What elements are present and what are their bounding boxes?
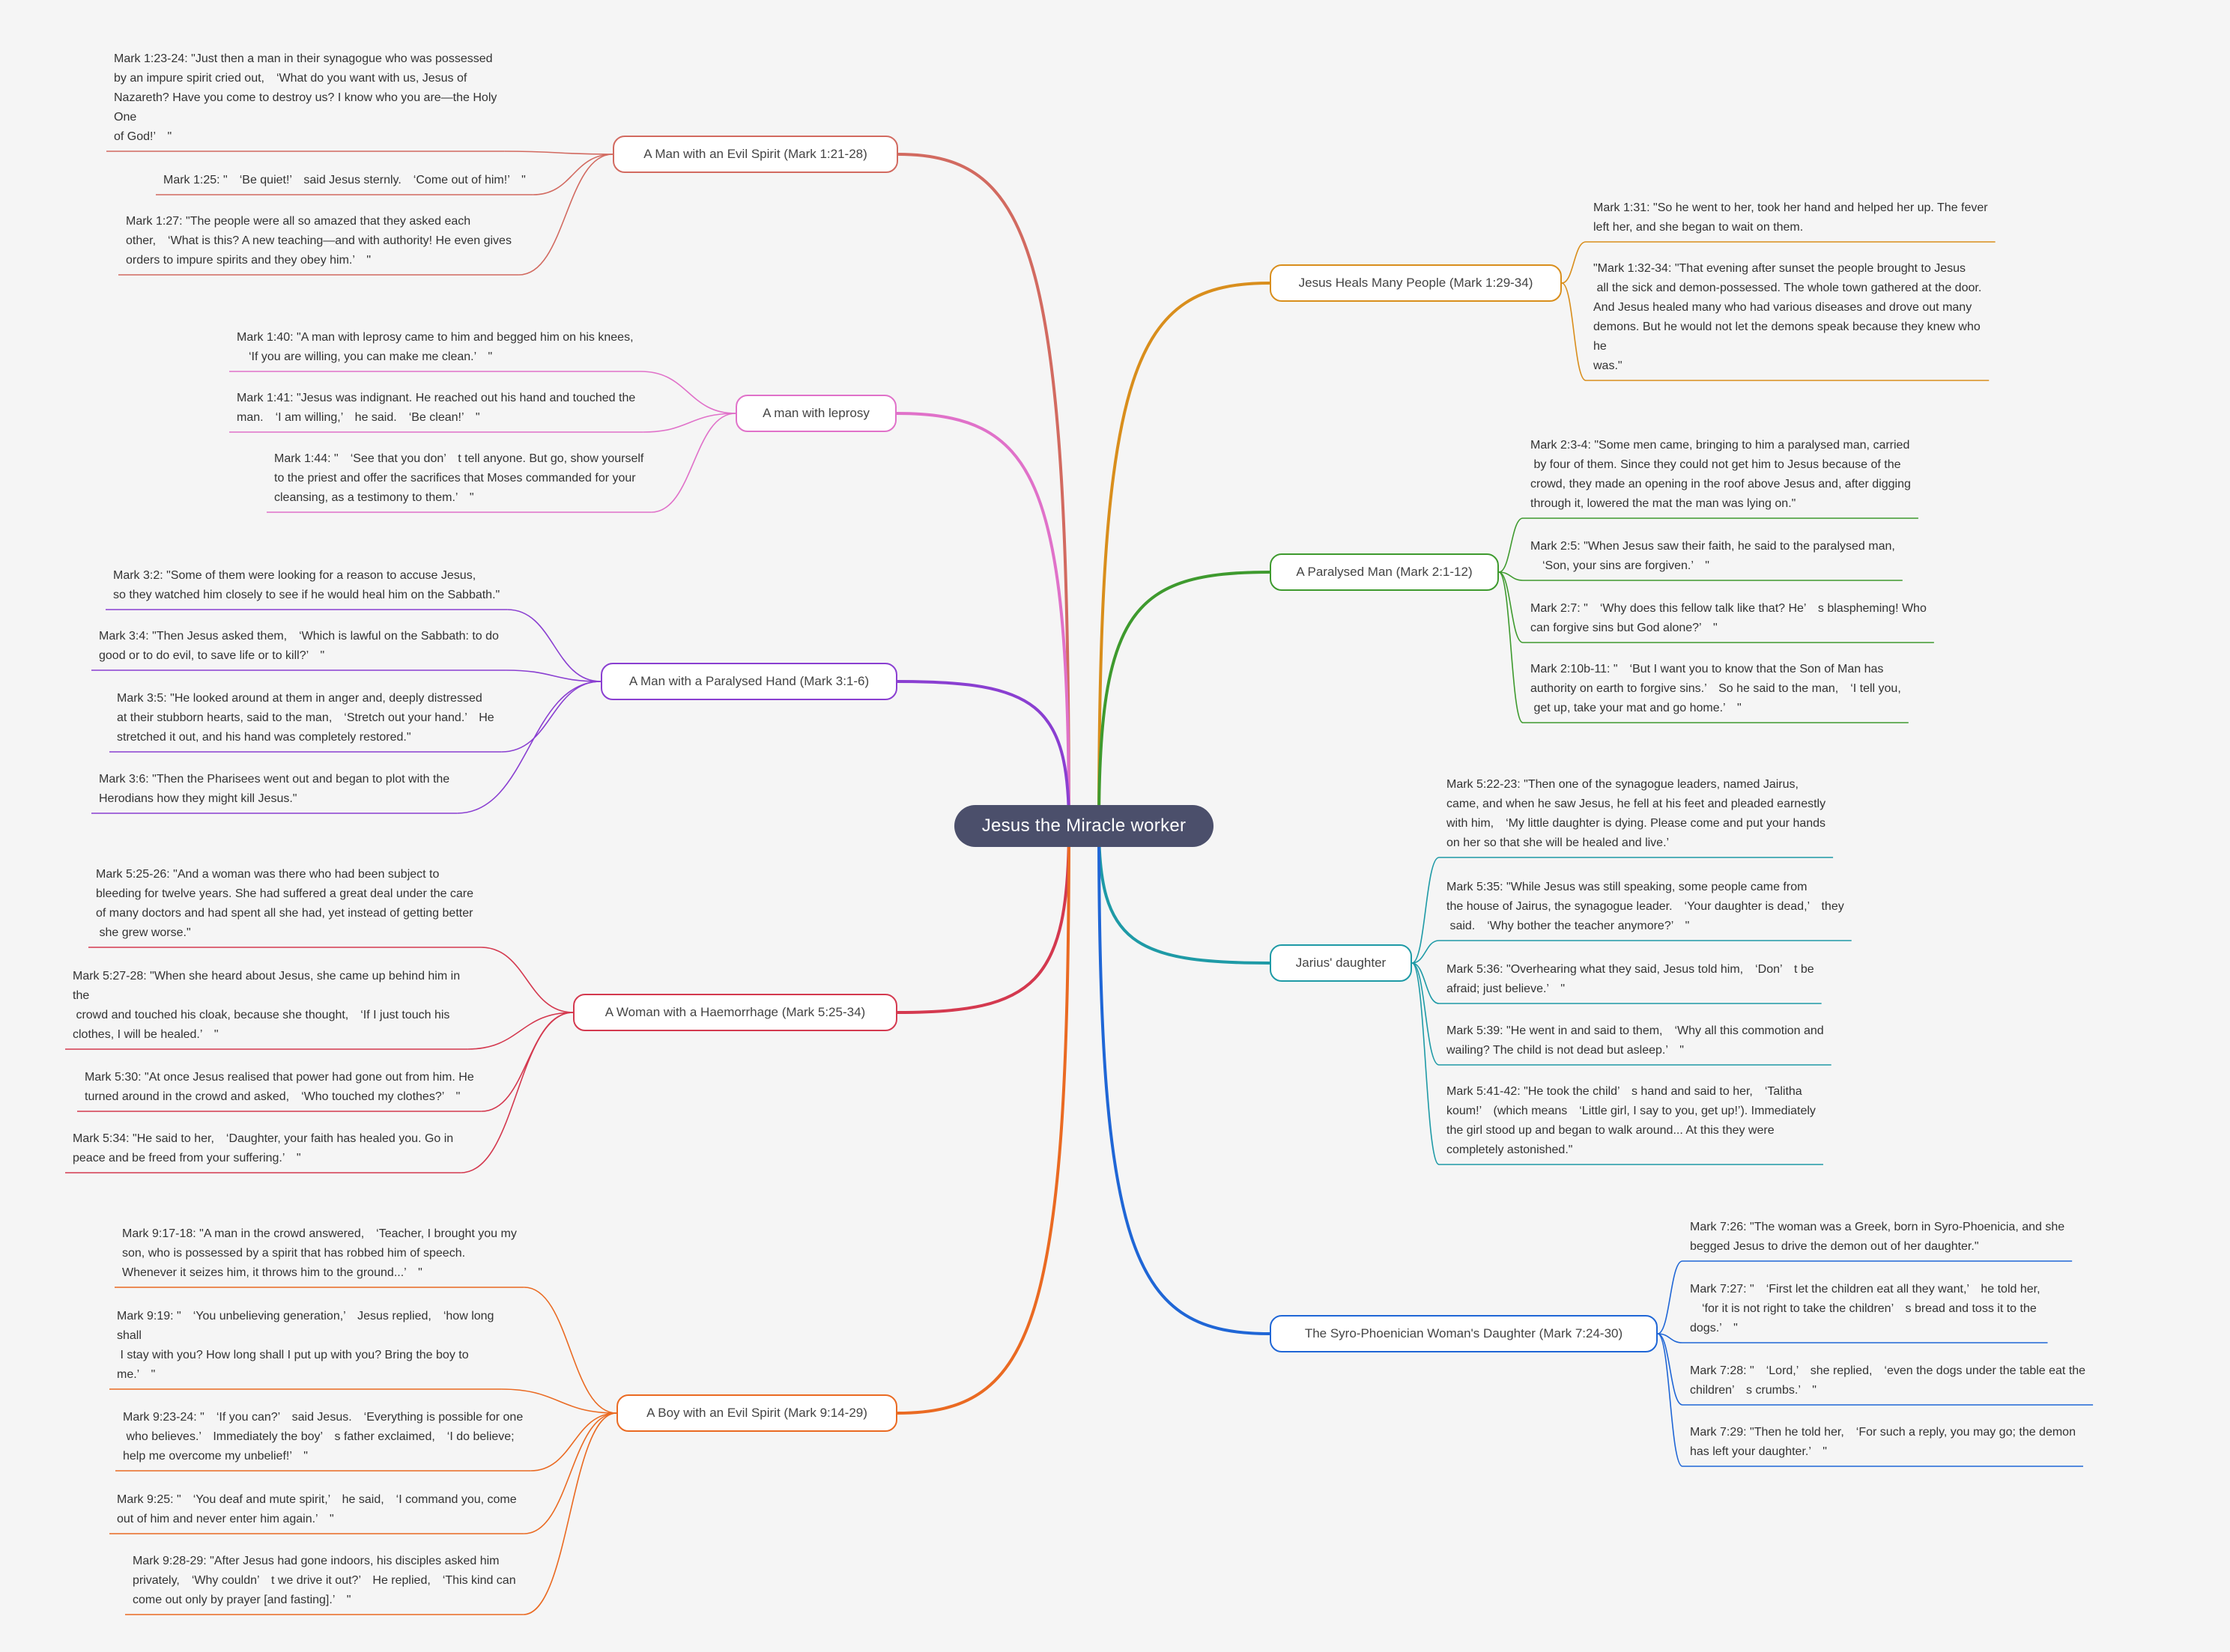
note-connector [457, 681, 602, 814]
branch-connector [1097, 825, 1270, 1335]
note-connector [518, 154, 613, 276]
note-connector [1498, 571, 1524, 723]
note-mark-1-31: Mark 1:31: "So he went to her, took her … [1593, 201, 1988, 234]
note-connector [1498, 571, 1524, 581]
branch-connector [897, 153, 1070, 827]
note-connector [533, 154, 613, 195]
topic-paralysed-man[interactable]: A Paralysed Man (Mark 2:1-12) [1270, 553, 1499, 591]
note-connector [1657, 1333, 1683, 1343]
note-mark-1-44: Mark 1:44: " ‘See that you don’ t tell a… [274, 452, 644, 504]
note-mark-5-27: Mark 5:27-28: "When she heard about Jesu… [73, 970, 461, 1041]
topic-heals-many[interactable]: Jesus Heals Many People (Mark 1:29-34) [1270, 264, 1562, 302]
note-connector [1411, 962, 1440, 1066]
topic-leprosy[interactable]: A man with leprosy [736, 395, 897, 432]
note-mark-7-26: Mark 7:26: "The woman was a Greek, born … [1690, 1221, 2065, 1253]
note-connector [651, 413, 736, 513]
central-topic[interactable]: Jesus the Miracle worker [954, 805, 1214, 847]
note-mark-7-29: Mark 7:29: "Then he told her, ‘For such … [1690, 1426, 2076, 1458]
note-mark-5-34: Mark 5:34: "He said to her, ‘Daughter, y… [73, 1132, 454, 1164]
note-mark-5-39: Mark 5:39: "He went in and said to them,… [1446, 1024, 1824, 1057]
note-mark-2-7: Mark 2:7: " ‘Why does this fellow talk l… [1530, 602, 1927, 634]
note-mark-9-19: Mark 9:19: " ‘You unbelieving generation… [117, 1310, 494, 1381]
note-connector [524, 1412, 617, 1534]
note-connector [1657, 1333, 1683, 1406]
note-connector [640, 371, 736, 414]
note-mark-9-28: Mark 9:28-29: "After Jesus had gone indo… [133, 1555, 516, 1606]
note-connector [1498, 517, 1524, 573]
note-mark-5-30: Mark 5:30: "At once Jesus realised that … [85, 1071, 474, 1103]
note-connector [504, 151, 613, 155]
topic-evil-spirit[interactable]: A Man with an Evil Spirit (Mark 1:21-28) [613, 136, 898, 173]
note-connector [530, 1412, 617, 1472]
branch-connector [1097, 571, 1270, 827]
note-connector [523, 1412, 617, 1615]
note-connector [1498, 571, 1524, 643]
topic-syro-phoenician[interactable]: The Syro-Phoenician Woman's Daughter (Ma… [1270, 1315, 1658, 1352]
note-connector [507, 609, 602, 682]
note-mark-5-22: Mark 5:22-23: "Then one of the synagogue… [1446, 778, 1826, 849]
note-connector [501, 1388, 617, 1414]
branch-connector [897, 825, 1070, 1415]
note-connector [481, 1012, 574, 1112]
note-mark-7-27: Mark 7:27: " ‘First let the children eat… [1690, 1283, 2040, 1334]
note-connector [1657, 1260, 1683, 1334]
branch-connector [897, 680, 1070, 827]
note-connector [461, 1012, 574, 1173]
note-connector [1411, 940, 1440, 964]
note-connector [467, 1012, 574, 1050]
topic-boy-evil-spirit[interactable]: A Boy with an Evil Spirit (Mark 9:14-29) [616, 1394, 897, 1432]
topic-haemorrhage[interactable]: A Woman with a Haemorrhage (Mark 5:25-34… [573, 994, 897, 1031]
note-mark-5-25: Mark 5:25-26: "And a woman was there who… [96, 868, 474, 939]
note-mark-1-40: Mark 1:40: "A man with leprosy came to h… [237, 331, 634, 363]
note-mark-3-2: Mark 3:2: "Some of them were looking for… [113, 569, 500, 601]
topic-jairus[interactable]: Jarius' daughter [1270, 944, 1412, 982]
note-mark-1-32: "Mark 1:32-34: "That evening after sunse… [1593, 262, 1982, 372]
branch-connector [1097, 282, 1270, 827]
note-mark-9-23: Mark 9:23-24: " ‘If you can?’ said Jesus… [123, 1411, 524, 1463]
note-connector [1411, 962, 1440, 1004]
note-mark-3-5: Mark 3:5: "He looked around at them in a… [117, 692, 494, 744]
note-mark-1-27: Mark 1:27: "The people were all so amaze… [126, 215, 512, 267]
note-mark-2-5: Mark 2:5: "When Jesus saw their faith, h… [1530, 540, 1895, 572]
note-mark-5-36: Mark 5:36: "Overhearing what they said, … [1446, 963, 1814, 995]
note-connector [1561, 241, 1587, 284]
note-mark-1-41: Mark 1:41: "Jesus was indignant. He reac… [237, 392, 636, 424]
note-connector [481, 947, 574, 1013]
note-connector [1411, 962, 1440, 1165]
note-mark-9-17: Mark 9:17-18: "A man in the crowd answer… [122, 1227, 517, 1279]
note-connector [1561, 282, 1587, 381]
note-mark-5-35: Mark 5:35: "While Jesus was still speaki… [1446, 881, 1844, 932]
branch-connector [896, 412, 1070, 827]
topic-paralysed-hand[interactable]: A Man with a Paralysed Hand (Mark 3:1-6) [601, 663, 897, 700]
note-connector [643, 413, 736, 433]
branch-connector [897, 825, 1070, 1014]
note-mark-5-41: Mark 5:41-42: "He took the child’ s hand… [1446, 1085, 1816, 1156]
note-mark-7-28: Mark 7:28: " ‘Lord,’ she replied, ‘even … [1690, 1364, 2086, 1397]
note-mark-3-6: Mark 3:6: "Then the Pharisees went out a… [99, 773, 450, 805]
note-mark-1-23: Mark 1:23-24: "Just then a man in their … [114, 52, 497, 143]
note-mark-1-25: Mark 1:25: " ‘Be quiet!’ said Jesus ster… [163, 174, 526, 186]
note-connector [1411, 857, 1440, 964]
note-connector [501, 681, 602, 753]
note-mark-2-10: Mark 2:10b-11: " ‘But I want you to know… [1530, 663, 1901, 714]
note-connector [1657, 1333, 1683, 1467]
note-connector [524, 1287, 617, 1414]
note-mark-3-4: Mark 3:4: "Then Jesus asked them, ‘Which… [99, 630, 499, 662]
note-mark-9-25: Mark 9:25: " ‘You deaf and mute spirit,’… [117, 1493, 517, 1525]
branch-connector [1097, 825, 1270, 965]
note-mark-2-3: Mark 2:3-4: "Some men came, bringing to … [1530, 439, 1911, 510]
note-connector [506, 669, 602, 682]
